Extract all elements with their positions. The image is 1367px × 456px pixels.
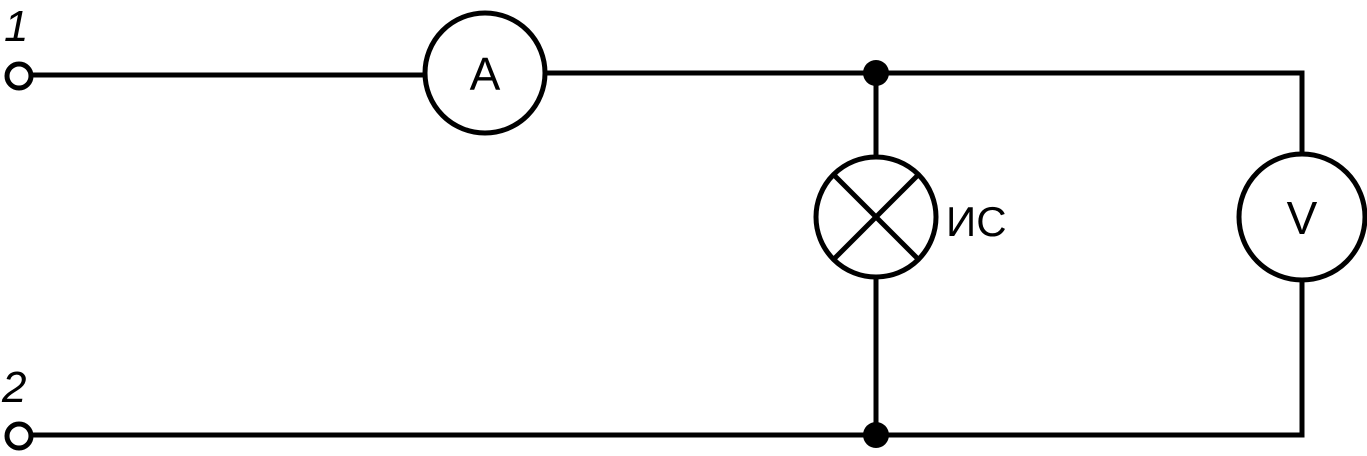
signal-lamp: ИС (813, 154, 1007, 280)
voltmeter: V (1236, 151, 1367, 283)
voltmeter-circle (1236, 151, 1367, 283)
terminal-1-label: 1 (4, 2, 28, 51)
ammeter-symbol: A (470, 48, 501, 100)
ammeter: A (422, 10, 548, 136)
lamp-label: ИС (946, 198, 1007, 245)
terminal-2-label: 2 (1, 363, 26, 412)
junction-top (863, 60, 889, 86)
voltmeter-symbol: V (1287, 192, 1318, 244)
ammeter-circle (422, 10, 548, 136)
terminal-2 (4, 421, 34, 451)
terminal-1 (4, 61, 34, 91)
lamp-cross-line-2 (831, 172, 921, 262)
junction-bottom (863, 422, 889, 448)
